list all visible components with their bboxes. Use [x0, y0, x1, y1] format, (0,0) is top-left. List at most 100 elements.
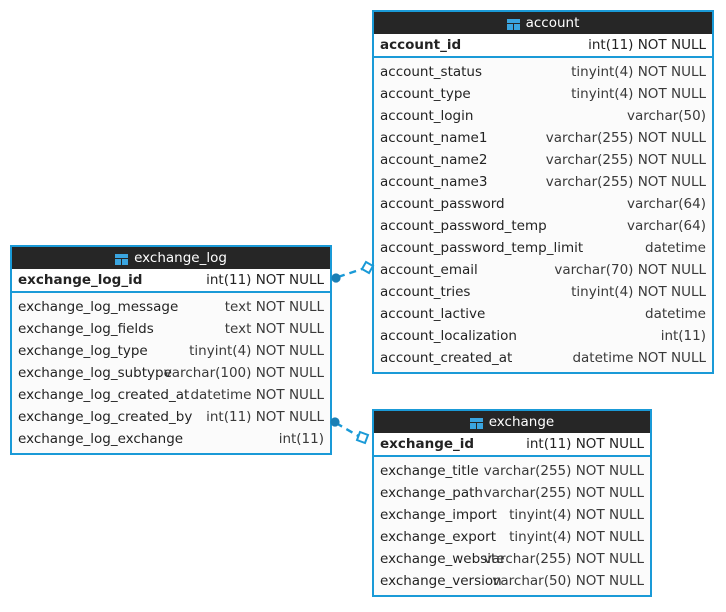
column-name: account_tries — [380, 284, 471, 300]
table-row[interactable]: account_name1 varchar(255) NOT NULL — [374, 127, 712, 149]
table-row[interactable]: exchange_log_created_at datetime NOT NUL… — [12, 384, 330, 406]
column-type: varchar(64) — [626, 196, 706, 212]
column-name: exchange_log_id — [18, 272, 143, 288]
relationship-line — [337, 267, 363, 279]
table-exchange-title: exchange — [488, 414, 555, 430]
table-row[interactable]: account_email varchar(70) NOT NULL — [374, 259, 712, 281]
table-exchange-log-columns: exchange_log_message text NOT NULL excha… — [12, 293, 330, 453]
table-row[interactable]: account_localization int(11) — [374, 325, 712, 347]
column-type: varchar(50) — [626, 108, 706, 124]
column-name: account_password_temp — [380, 218, 547, 234]
column-type: int(11) NOT NULL — [588, 37, 706, 53]
table-account-header[interactable]: account — [374, 12, 712, 34]
table-row[interactable]: account_tries tinyint(4) NOT NULL — [374, 281, 712, 303]
column-type: datetime — [645, 240, 706, 256]
table-row[interactable]: exchange_log_exchange int(11) — [12, 428, 330, 450]
table-exchange[interactable]: exchange exchange_id int(11) NOT NULL ex… — [372, 409, 652, 597]
column-name: exchange_log_created_by — [18, 409, 193, 425]
table-exchange-primary-key-row[interactable]: exchange_id int(11) NOT NULL — [374, 433, 650, 457]
table-row[interactable]: account_lactive datetime — [374, 303, 712, 325]
column-name: exchange_version — [380, 573, 502, 589]
table-exchange-log-primary-key-row[interactable]: exchange_log_id int(11) NOT NULL — [12, 269, 330, 293]
column-type: varchar(64) — [626, 218, 706, 234]
column-name: exchange_import — [380, 507, 497, 523]
column-type: int(11) — [278, 431, 324, 447]
column-type: int(11) — [660, 328, 706, 344]
table-row[interactable]: account_type tinyint(4) NOT NULL — [374, 83, 712, 105]
table-exchange-columns: exchange_title varchar(255) NOT NULL exc… — [374, 457, 650, 595]
column-type: tinyint(4) NOT NULL — [509, 507, 644, 523]
table-exchange-log-header[interactable]: exchange_log — [12, 247, 330, 269]
column-name: account_name2 — [380, 152, 488, 168]
column-name: exchange_log_exchange — [18, 431, 184, 447]
table-row[interactable]: exchange_log_fields text NOT NULL — [12, 318, 330, 340]
column-type: varchar(70) NOT NULL — [554, 262, 706, 278]
column-type: int(11) NOT NULL — [526, 436, 644, 452]
column-name: account_localization — [380, 328, 517, 344]
table-row[interactable]: account_name2 varchar(255) NOT NULL — [374, 149, 712, 171]
column-type: varchar(50) NOT NULL — [492, 573, 644, 589]
table-row[interactable]: exchange_import tinyint(4) NOT NULL — [374, 504, 650, 526]
column-name: exchange_log_fields — [18, 321, 154, 337]
column-name: account_email — [380, 262, 478, 278]
column-name: exchange_title — [380, 463, 479, 479]
column-type: int(11) NOT NULL — [206, 272, 324, 288]
column-name: exchange_path — [380, 485, 483, 501]
table-icon — [469, 417, 483, 429]
column-type: text NOT NULL — [224, 299, 324, 315]
relationship-exchange-log-to-exchange — [330, 417, 370, 445]
column-name: account_password_temp_limit — [380, 240, 584, 256]
column-type: datetime NOT NULL — [572, 350, 706, 366]
column-type: tinyint(4) NOT NULL — [571, 64, 706, 80]
table-row[interactable]: exchange_version varchar(50) NOT NULL — [374, 570, 650, 592]
table-exchange-log-title: exchange_log — [134, 250, 227, 266]
column-name: exchange_log_subtype — [18, 365, 172, 381]
table-row[interactable]: exchange_path varchar(255) NOT NULL — [374, 482, 650, 504]
table-row[interactable]: exchange_log_type tinyint(4) NOT NULL — [12, 340, 330, 362]
table-row[interactable]: account_password varchar(64) — [374, 193, 712, 215]
table-account-primary-key-row[interactable]: account_id int(11) NOT NULL — [374, 34, 712, 58]
column-name: account_created_at — [380, 350, 513, 366]
column-name: account_name3 — [380, 174, 488, 190]
table-row[interactable]: exchange_log_subtype varchar(100) NOT NU… — [12, 362, 330, 384]
column-type: tinyint(4) NOT NULL — [509, 529, 644, 545]
table-row[interactable]: account_login varchar(50) — [374, 105, 712, 127]
column-type: datetime NOT NULL — [190, 387, 324, 403]
table-row[interactable]: exchange_title varchar(255) NOT NULL — [374, 460, 650, 482]
column-type: varchar(255) NOT NULL — [483, 485, 644, 501]
column-name: exchange_website — [380, 551, 505, 567]
table-exchange-header[interactable]: exchange — [374, 411, 650, 433]
column-name: account_name1 — [380, 130, 488, 146]
table-row[interactable]: exchange_log_created_by int(11) NOT NULL — [12, 406, 330, 428]
column-type: tinyint(4) NOT NULL — [189, 343, 324, 359]
relationship-line — [335, 421, 361, 439]
table-row[interactable]: exchange_log_message text NOT NULL — [12, 296, 330, 318]
column-name: account_login — [380, 108, 474, 124]
column-type: tinyint(4) NOT NULL — [571, 86, 706, 102]
table-row[interactable]: account_password_temp_limit datetime — [374, 237, 712, 259]
column-name: exchange_log_type — [18, 343, 148, 359]
table-account[interactable]: account account_id int(11) NOT NULL acco… — [372, 10, 714, 374]
column-name: exchange_log_created_at — [18, 387, 190, 403]
table-row[interactable]: account_password_temp varchar(64) — [374, 215, 712, 237]
column-type: varchar(100) NOT NULL — [163, 365, 324, 381]
table-row[interactable]: account_name3 varchar(255) NOT NULL — [374, 171, 712, 193]
table-row[interactable]: exchange_website varchar(255) NOT NULL — [374, 548, 650, 570]
column-type: datetime — [645, 306, 706, 322]
relationship-endpoint-dot — [331, 273, 341, 283]
column-type: varchar(255) NOT NULL — [545, 174, 706, 190]
column-name: exchange_id — [380, 436, 475, 452]
table-row[interactable]: exchange_export tinyint(4) NOT NULL — [374, 526, 650, 548]
table-row[interactable]: account_created_at datetime NOT NULL — [374, 347, 712, 369]
column-name: account_type — [380, 86, 471, 102]
table-icon — [115, 253, 129, 265]
column-type: tinyint(4) NOT NULL — [571, 284, 706, 300]
column-name: account_id — [380, 37, 462, 53]
column-name: account_status — [380, 64, 483, 80]
column-type: int(11) NOT NULL — [206, 409, 324, 425]
column-type: varchar(255) NOT NULL — [545, 152, 706, 168]
column-type: varchar(255) NOT NULL — [483, 551, 644, 567]
table-row[interactable]: account_status tinyint(4) NOT NULL — [374, 61, 712, 83]
table-exchange-log[interactable]: exchange_log exchange_log_id int(11) NOT… — [10, 245, 332, 455]
